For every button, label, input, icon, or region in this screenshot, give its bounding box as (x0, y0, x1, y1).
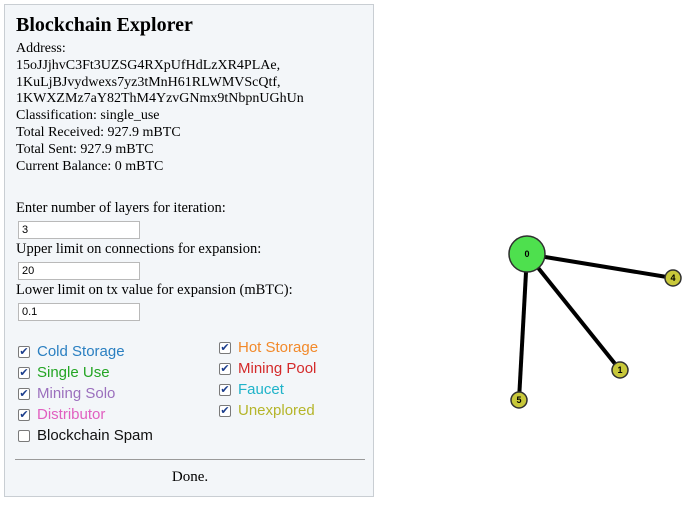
layers-input[interactable]: 3 (18, 221, 140, 239)
filter-label: Blockchain Spam (37, 427, 153, 444)
blockchain-spam-checkbox[interactable] (18, 429, 30, 442)
filter-label: Single Use (37, 364, 110, 381)
txvalue-label: Lower limit on tx value for expansion (m… (16, 282, 293, 298)
node-label: 4 (670, 273, 675, 283)
graph-edge (525, 252, 622, 372)
graph-edge (517, 253, 529, 401)
filter-unexplored[interactable]: ✔ Unexplored (219, 402, 315, 419)
graph-edge (526, 252, 674, 280)
graph-node-1[interactable]: 1 (611, 361, 629, 379)
graph-node-0[interactable]: 0 (508, 235, 546, 273)
panel-title: Blockchain Explorer (16, 14, 193, 36)
hot-storage-checkbox[interactable]: ✔ (219, 340, 231, 354)
classification-text: Classification: single_use (16, 108, 160, 124)
explorer-panel: Blockchain Explorer Address: 15oJJjhvC3F… (4, 4, 374, 497)
cold-storage-checkbox[interactable]: ✔ (18, 344, 30, 358)
graph-node-4[interactable]: 4 (664, 269, 682, 287)
total-received-text: Total Received: 927.9 mBTC (16, 124, 181, 140)
faucet-checkbox[interactable]: ✔ (219, 382, 231, 396)
node-label: 5 (516, 395, 521, 405)
address-label: Address: (16, 41, 66, 56)
current-balance-text: Current Balance: 0 mBTC (16, 158, 164, 174)
connections-input[interactable]: 20 (18, 262, 140, 280)
connections-label: Upper limit on connections for expansion… (16, 241, 262, 257)
filter-mining-pool[interactable]: ✔ Mining Pool (219, 360, 316, 377)
mining-pool-checkbox[interactable]: ✔ (219, 361, 231, 375)
filter-single-use[interactable]: ✔ Single Use (18, 364, 110, 381)
address-line: 1KWXZMz7aY82ThM4YzvGNmx9tNbpnUGhUn (16, 91, 304, 107)
divider (15, 459, 365, 460)
filter-cold-storage[interactable]: ✔ Cold Storage (18, 343, 125, 360)
total-sent-text: Total Sent: 927.9 mBTC (16, 141, 154, 157)
graph-node-5[interactable]: 5 (510, 391, 528, 409)
distributor-checkbox[interactable]: ✔ (18, 407, 30, 421)
node-label: 0 (524, 249, 529, 259)
filter-faucet[interactable]: ✔ Faucet (219, 381, 284, 398)
node-circle[interactable] (611, 361, 629, 379)
single-use-checkbox[interactable]: ✔ (18, 365, 30, 379)
filter-distributor[interactable]: ✔ Distributor (18, 406, 105, 423)
filter-label: Hot Storage (238, 339, 319, 356)
node-circle[interactable] (508, 235, 546, 273)
done-button[interactable]: Done. (171, 469, 209, 485)
unexplored-checkbox[interactable]: ✔ (219, 403, 231, 417)
txvalue-input[interactable]: 0.1 (18, 303, 140, 321)
mining-solo-checkbox[interactable]: ✔ (18, 386, 30, 400)
node-circle[interactable] (664, 269, 682, 287)
filter-mining-solo[interactable]: ✔ Mining Solo (18, 385, 115, 402)
address-info: Address: 15oJJjhvC3Ft3UZSG4RXpUfHdLzXR4P… (16, 41, 304, 175)
address-line: 1KuLjBJvydwexs7yz3tMnH61RLWMVScQtf, (16, 74, 281, 90)
filter-label: Faucet (238, 381, 284, 398)
filter-label: Mining Solo (37, 385, 116, 402)
filter-blockchain-spam[interactable]: Blockchain Spam (18, 427, 153, 444)
filter-label: Distributor (37, 406, 106, 423)
address-line: 15oJJjhvC3Ft3UZSG4RXpUfHdLzXR4PLAe, (16, 57, 281, 73)
node-label: 1 (617, 365, 622, 375)
filter-label: Cold Storage (37, 343, 125, 360)
layers-label: Enter number of layers for iteration: (16, 200, 226, 216)
filter-hot-storage[interactable]: ✔ Hot Storage (219, 339, 318, 356)
filter-label: Mining Pool (238, 360, 317, 377)
filter-label: Unexplored (238, 402, 315, 419)
node-circle[interactable] (510, 391, 528, 409)
